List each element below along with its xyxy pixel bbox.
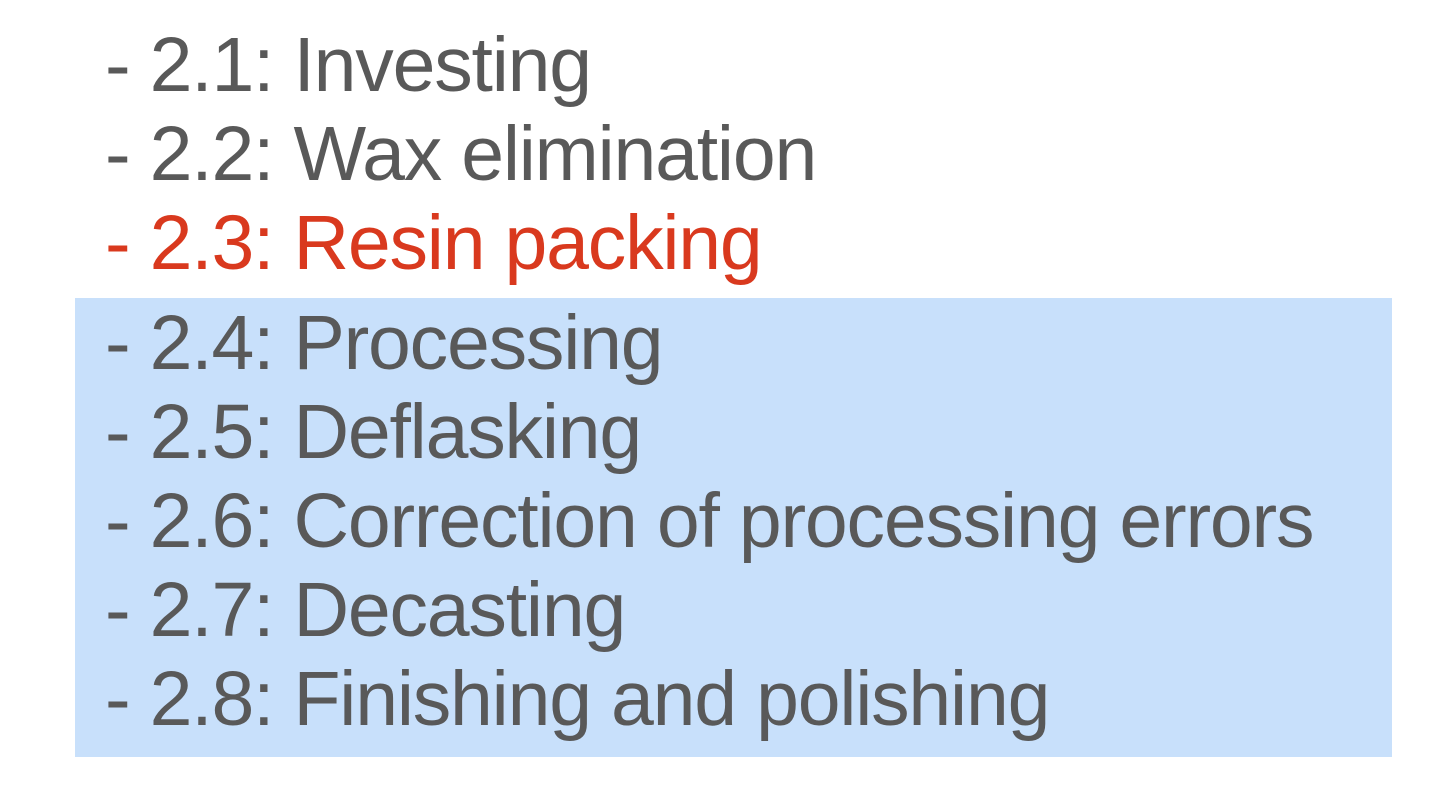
outline-item-2-1: - 2.1: Investing: [105, 22, 592, 108]
outline-item-2-6: - 2.6: Correction of processing errors: [105, 478, 1314, 564]
outline-item-2-8: - 2.8: Finishing and polishing: [105, 656, 1050, 742]
outline-item-2-4: - 2.4: Processing: [105, 300, 664, 386]
outline-item-2-3-current: - 2.3: Resin packing: [105, 200, 763, 286]
outline-item-2-2: - 2.2: Wax elimination: [105, 111, 817, 197]
outline-item-2-7: - 2.7: Decasting: [105, 567, 626, 653]
outline-item-2-5: - 2.5: Deflasking: [105, 389, 642, 475]
upcoming-sections-highlight: [75, 298, 1392, 757]
